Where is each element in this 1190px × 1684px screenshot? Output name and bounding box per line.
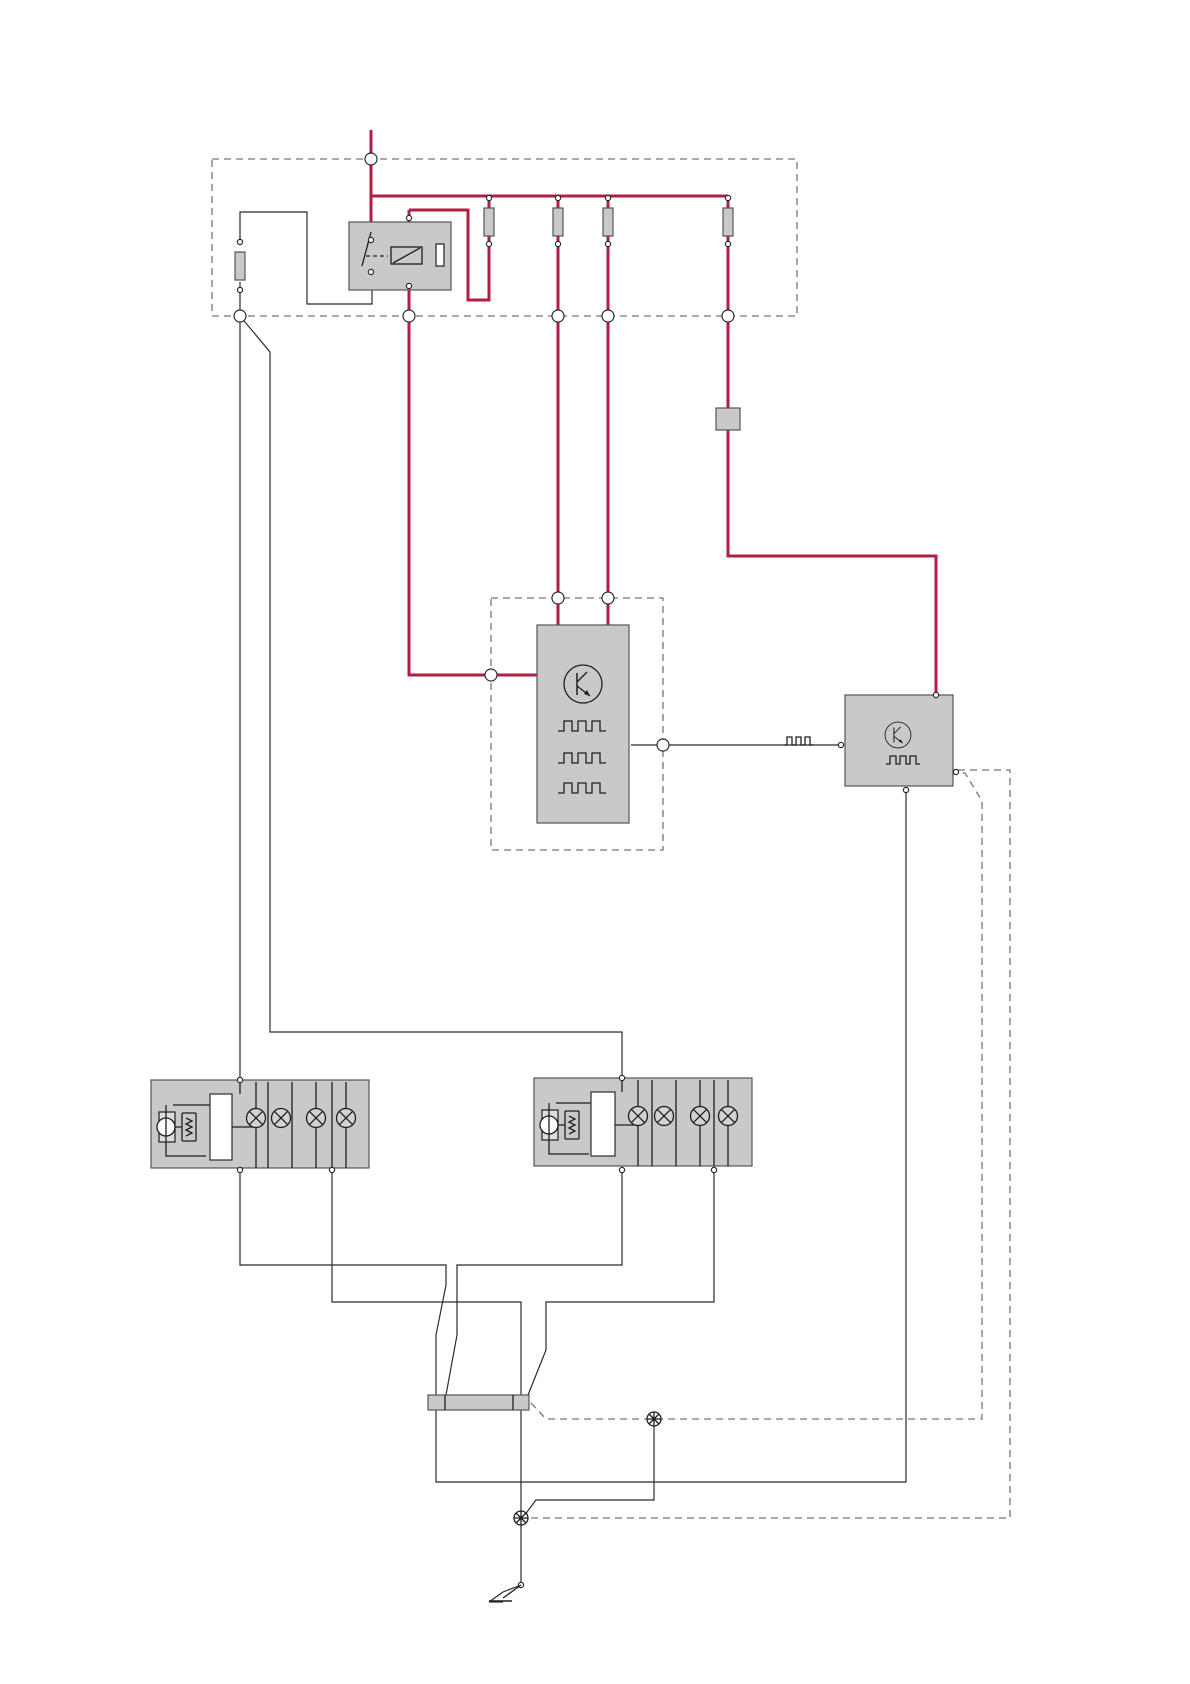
electronic-control-module [537,625,629,823]
relay-fuse-box-enclosure [212,159,797,316]
signal-wires [240,212,906,1602]
splice-connector [428,1395,529,1410]
secondary-control-module [838,692,958,792]
inline-connector [716,408,740,430]
power-wires [371,130,936,695]
relay [349,215,451,290]
switch-panel [151,1077,369,1172]
ground-junction [647,1412,661,1426]
switch-panel [534,1075,752,1172]
ground-junction [514,1511,528,1525]
pulse-signal-icon [784,737,814,745]
enclosure-connectors [234,153,734,751]
